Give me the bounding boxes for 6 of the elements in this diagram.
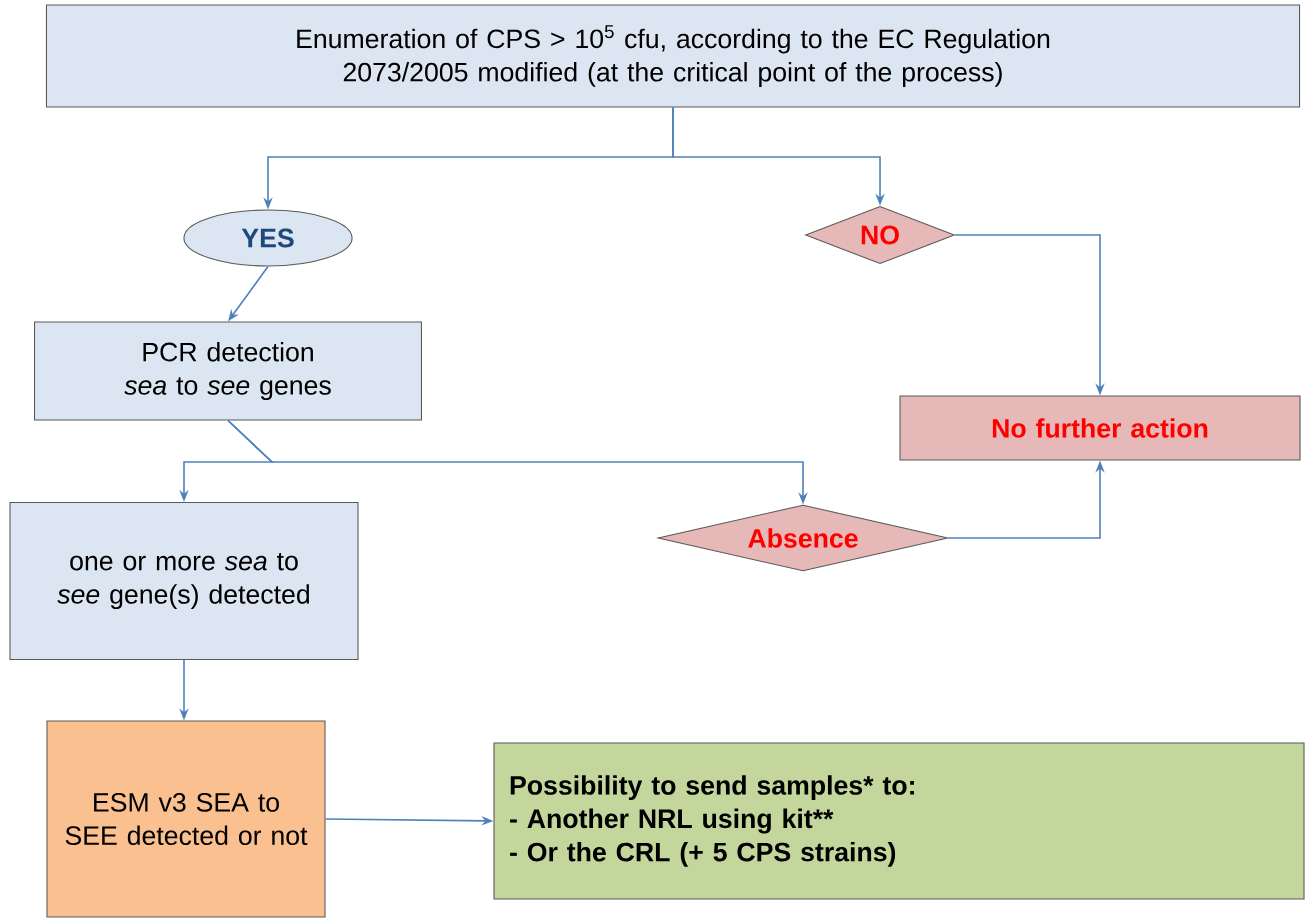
process-box: ESM v3 SEA to SEE detected or not [46, 720, 326, 918]
note-box: Possibility to send samples* to: - Another NRL using kit** - Or the CRL (+ 5 CPS strains) [493, 742, 1305, 900]
process-box: one or more sea to see gene(s) detected [9, 501, 359, 661]
process-box: Enumeration of CPS > 10$^{5}$ cfu, according to the EC Regulation 2073/2005 modified (at the critical point of the process) [45, 4, 1301, 108]
process-box: PCR detection sea to see genes [34, 321, 422, 421]
result-box: No further action [899, 395, 1301, 461]
